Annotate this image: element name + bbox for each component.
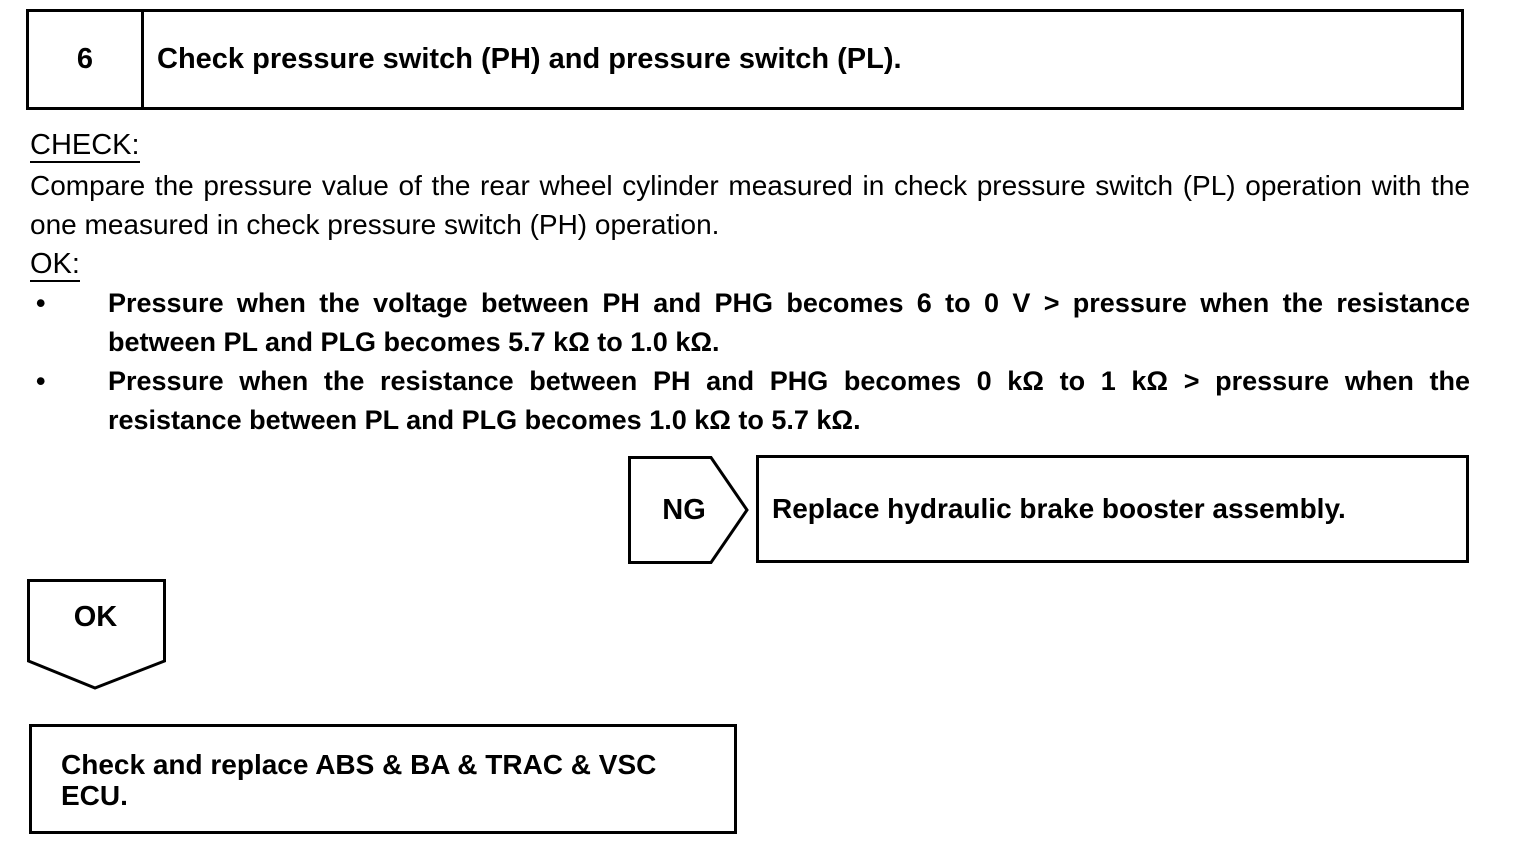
step-header-box: 6 Check pressure switch (PH) and pressur… [26, 9, 1464, 110]
ok-criteria-list: • Pressure when the voltage between PH a… [30, 284, 1470, 440]
ng-branch-tag: NG [628, 456, 750, 564]
right-arrow-tag-icon [628, 456, 749, 564]
ok-action-box: Check and replace ABS & BA & TRAC & VSC … [29, 724, 737, 834]
step-title: Check pressure switch (PH) and pressure … [157, 43, 902, 75]
ok-criteria-heading: OK: [30, 248, 80, 282]
ng-label: NG [662, 493, 706, 526]
ok-label: OK [73, 601, 118, 633]
ok-criteria-item: • Pressure when the resistance between P… [30, 362, 1470, 440]
ok-criteria-item-text: Pressure when the resistance between PH … [108, 366, 1470, 435]
down-arrow-tag-icon [27, 579, 166, 690]
check-instruction-text: Compare the pressure value of the rear w… [30, 170, 1470, 240]
check-heading: CHECK: [30, 129, 140, 163]
ok-criteria-item-text: Pressure when the voltage between PH and… [108, 288, 1470, 357]
ok-branch-tag: OK [27, 579, 167, 691]
bullet-icon: • [36, 366, 46, 396]
bullet-icon: • [36, 288, 46, 318]
ng-action-box: Replace hydraulic brake booster assembly… [756, 455, 1469, 563]
ok-criteria-item: • Pressure when the voltage between PH a… [30, 284, 1470, 362]
step-number: 6 [29, 12, 144, 107]
